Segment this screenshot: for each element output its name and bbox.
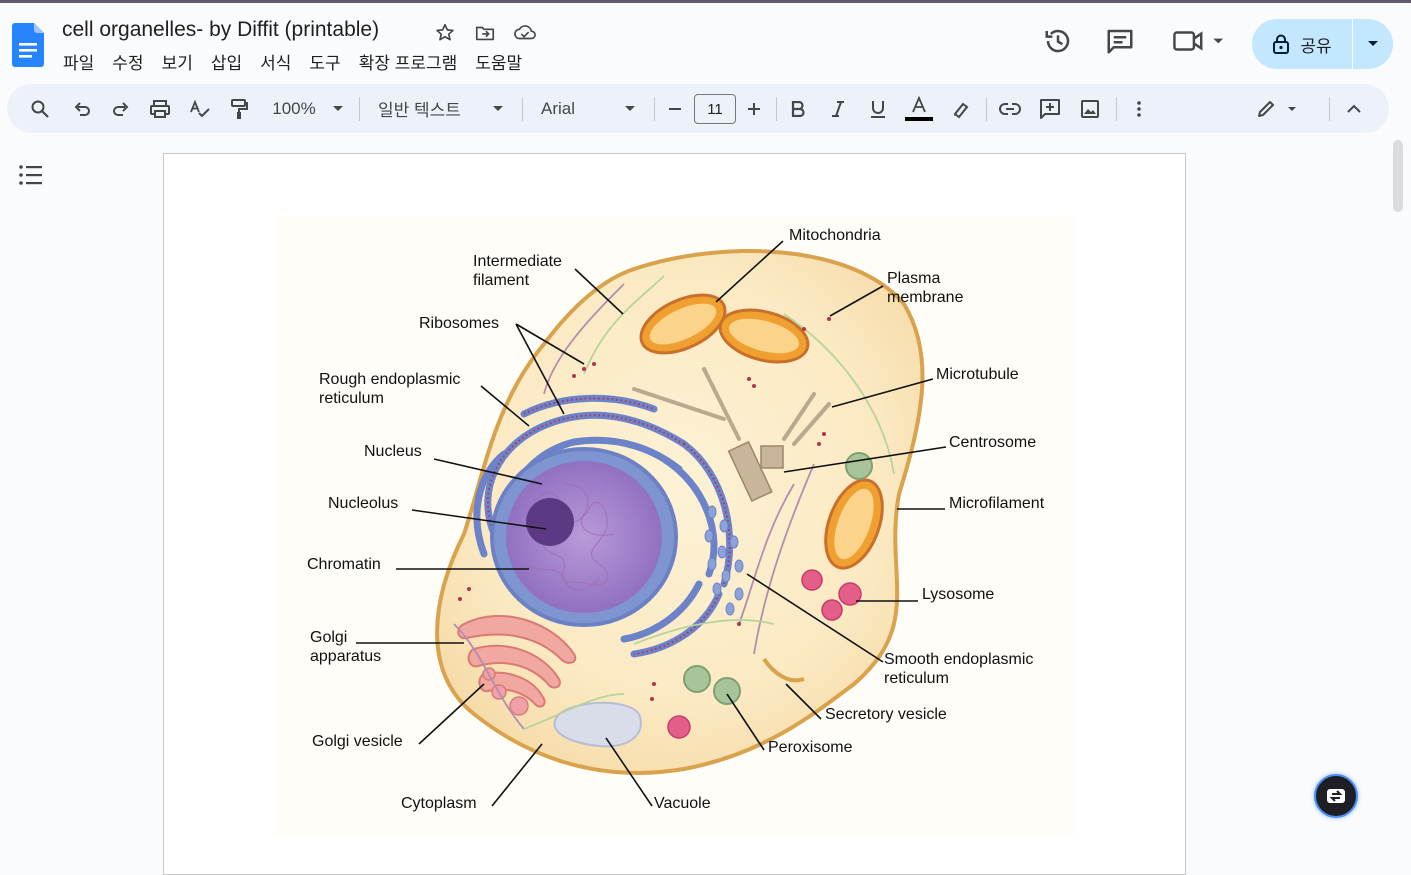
ribosome-dots — [486, 397, 731, 655]
lysosome-shapes — [667, 569, 862, 739]
golgi-apparatus-shape — [457, 615, 577, 708]
undo-icon[interactable] — [69, 84, 95, 133]
vacuole-shape — [553, 701, 642, 748]
add-comment-icon[interactable] — [1037, 84, 1063, 133]
label-microtubule: Microtubule — [936, 366, 1019, 383]
style-dropdown-icon[interactable] — [489, 84, 507, 133]
insert-link-icon[interactable] — [997, 84, 1023, 133]
bold-icon[interactable] — [787, 84, 809, 133]
move-folder-icon[interactable] — [472, 20, 498, 46]
meet-video-icon[interactable] — [1172, 26, 1228, 61]
label-lysosome: Lysosome — [922, 586, 994, 603]
insert-image-icon[interactable] — [1077, 84, 1103, 133]
smooth-er-shape — [704, 505, 744, 616]
docs-logo-icon[interactable] — [12, 23, 44, 67]
font-family-select[interactable]: Arial — [541, 98, 576, 118]
label-intermediate-filament-1: Intermediate — [473, 253, 562, 270]
comments-icon[interactable] — [1105, 26, 1135, 61]
zoom-dropdown-icon[interactable] — [329, 84, 347, 133]
share-dropdown-icon[interactable] — [1353, 19, 1393, 69]
highlight-color-icon[interactable] — [949, 84, 973, 133]
label-ribosomes: Ribosomes — [419, 315, 499, 332]
cloud-saved-icon[interactable] — [512, 20, 538, 46]
increase-font-size-icon[interactable] — [743, 84, 765, 133]
more-options-icon[interactable] — [1127, 84, 1151, 133]
menu-edit[interactable]: 수정 — [112, 54, 144, 73]
nucleolus-shape — [526, 498, 574, 546]
mitochondria-shapes — [639, 293, 884, 570]
extension-logo-icon — [1327, 789, 1345, 803]
label-microfilament: Microfilament — [949, 495, 1045, 512]
decrease-font-size-icon[interactable] — [664, 84, 686, 133]
free-ribosome-dots — [458, 317, 831, 701]
document-title[interactable]: cell organelles- by Diffit (printable) — [62, 18, 380, 41]
animal-cell-diagram: Intermediate filament Ribosomes Rough en… — [275, 216, 1075, 836]
label-golgi-1: Golgi — [310, 629, 347, 646]
font-size-input[interactable]: 11 — [694, 94, 736, 124]
editing-mode-icon[interactable] — [1253, 84, 1303, 133]
print-icon[interactable] — [147, 84, 173, 133]
label-secretory-vesicle: Secretory vesicle — [825, 706, 947, 723]
label-leader-lines — [356, 240, 947, 807]
redo-icon[interactable] — [108, 84, 134, 133]
label-centrosome: Centrosome — [949, 434, 1036, 451]
menu-file[interactable]: 파일 — [63, 54, 95, 73]
label-mitochondria: Mitochondria — [789, 227, 881, 244]
paragraph-style-select[interactable]: 일반 텍스트 — [378, 101, 461, 120]
label-vacuole: Vacuole — [654, 795, 711, 812]
label-plasma-membrane-1: Plasma — [887, 270, 940, 287]
font-dropdown-icon[interactable] — [621, 84, 639, 133]
menu-insert[interactable]: 삽입 — [210, 54, 243, 73]
spellcheck-icon[interactable] — [187, 84, 213, 133]
label-smooth-er-2: reticulum — [884, 670, 949, 687]
menu-view[interactable]: 보기 — [161, 54, 193, 73]
document-page[interactable]: Intermediate filament Ribosomes Rough en… — [163, 153, 1186, 875]
window-top-border — [0, 0, 1411, 3]
cytoskeleton-filaments — [453, 275, 895, 730]
label-rough-er-2: reticulum — [319, 390, 384, 407]
star-icon[interactable] — [432, 20, 458, 46]
label-chromatin: Chromatin — [307, 556, 381, 573]
formatting-toolbar: 100% 일반 텍스트 Arial 11 — [7, 84, 1389, 133]
label-nucleus: Nucleus — [364, 443, 422, 460]
version-history-icon[interactable] — [1043, 26, 1073, 61]
lock-icon — [1273, 34, 1290, 54]
microtubule-shapes — [632, 367, 831, 446]
centrosome-shape — [727, 440, 784, 503]
label-rough-er-1: Rough endoplasmic — [319, 371, 460, 388]
label-peroxisome: Peroxisome — [768, 739, 853, 756]
label-smooth-er-1: Smooth endoplasmic — [884, 651, 1033, 668]
label-cytoplasm: Cytoplasm — [401, 795, 477, 812]
extension-floating-button[interactable] — [1314, 774, 1358, 818]
label-plasma-membrane-2: membrane — [887, 289, 964, 306]
label-golgi-2: apparatus — [310, 648, 381, 665]
menu-tools[interactable]: 도구 — [309, 54, 341, 73]
share-button[interactable]: 공유 — [1252, 19, 1393, 69]
menu-help[interactable]: 도움말 — [475, 54, 523, 73]
menu-format[interactable]: 서식 — [260, 54, 292, 73]
share-main-button[interactable]: 공유 — [1252, 19, 1352, 69]
paint-format-icon[interactable] — [226, 84, 252, 133]
zoom-value[interactable]: 100% — [272, 98, 316, 118]
italic-icon[interactable] — [827, 84, 849, 133]
label-nucleolus: Nucleolus — [328, 495, 398, 512]
docs-header: cell organelles- by Diffit (printable) 파… — [0, 3, 1411, 78]
menu-bar: 파일 수정 보기 삽입 서식 도구 확장 프로그램 도움말 — [54, 49, 531, 74]
text-color-icon[interactable] — [904, 84, 934, 133]
hide-menus-chevron-up-icon[interactable] — [1341, 84, 1367, 133]
search-menus-icon[interactable] — [27, 84, 53, 133]
underline-icon[interactable] — [867, 84, 889, 133]
label-golgi-vesicle: Golgi vesicle — [312, 733, 403, 750]
share-label: 공유 — [1300, 36, 1332, 56]
menu-extensions[interactable]: 확장 프로그램 — [358, 54, 458, 73]
vertical-scrollbar[interactable] — [1393, 140, 1403, 212]
document-outline-icon[interactable] — [18, 164, 44, 186]
label-intermediate-filament-2: filament — [473, 272, 530, 289]
